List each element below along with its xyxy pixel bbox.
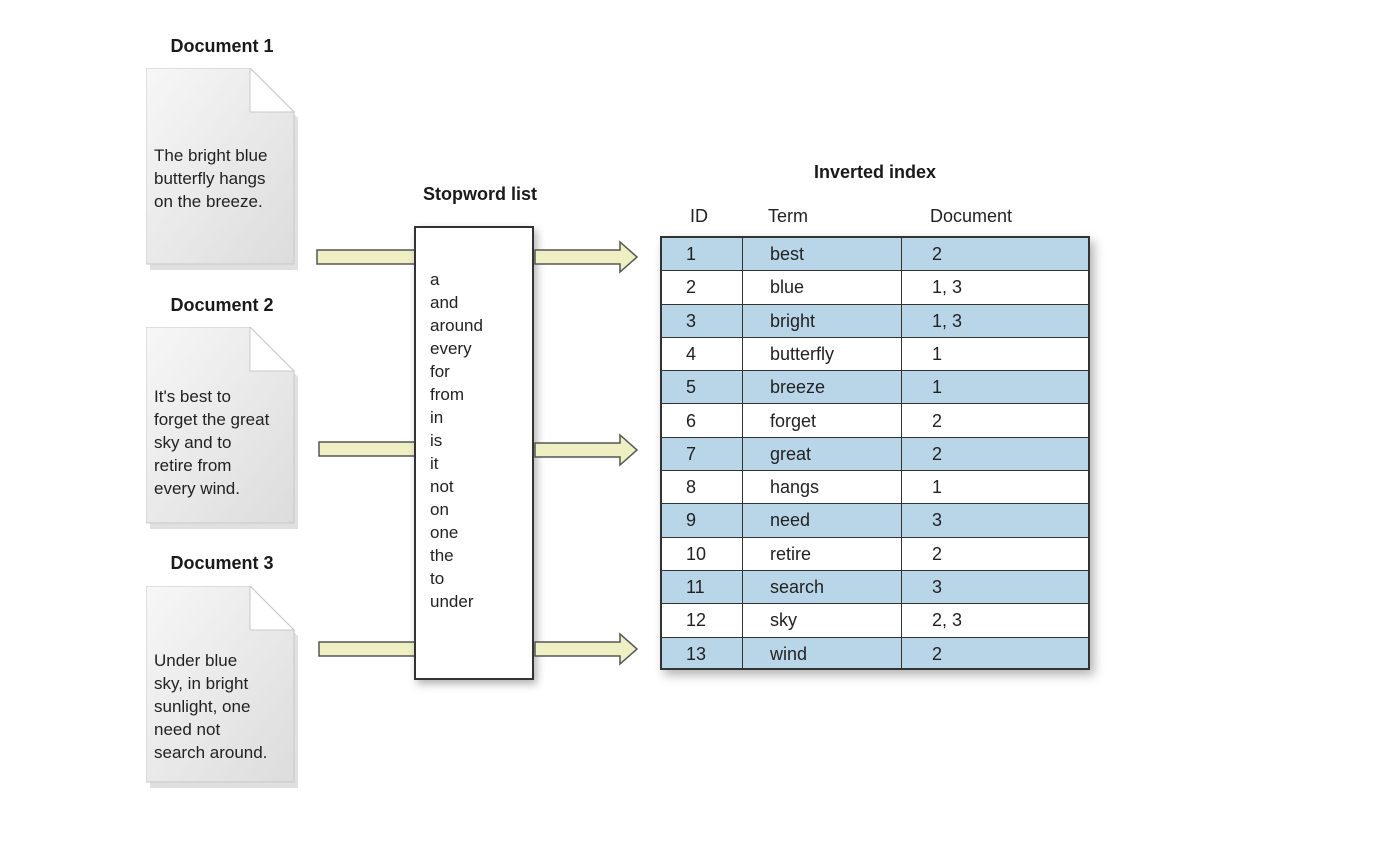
stopword-list-title: Stopword list — [423, 184, 537, 204]
stopword-list: a and around every for from in is it not… — [430, 268, 483, 613]
id-cell: 8 — [686, 477, 697, 498]
table-row: 2 blue 1, 3 — [662, 271, 1088, 305]
document-2-title: Document 2 — [170, 295, 274, 315]
stopword: under — [430, 592, 474, 611]
column-header-document: Document — [930, 206, 1013, 226]
stopword: for — [430, 362, 450, 381]
right-arrow-icon — [534, 632, 639, 666]
table-row: 8 hangs 1 — [662, 471, 1088, 505]
document-cell: 2, 3 — [932, 610, 963, 631]
column-header-term: Term — [768, 206, 808, 226]
document-cell: 3 — [932, 510, 943, 531]
term-cell: breeze — [770, 377, 826, 398]
term-cell: search — [770, 577, 825, 597]
id-cell: 2 — [686, 277, 697, 298]
document-cell: 1, 3 — [932, 277, 963, 298]
term-cell: great — [770, 443, 812, 464]
id-cell: 5 — [686, 377, 697, 398]
stopword: and — [430, 293, 459, 312]
table-row: 6 forget 2 — [662, 405, 1088, 438]
document-cell: 2 — [932, 643, 943, 664]
document-cell: 2 — [932, 443, 943, 464]
column-divider — [901, 238, 902, 668]
id-cell: 6 — [686, 410, 697, 431]
document-3-title: Document 3 — [170, 553, 274, 573]
document-cell: 1 — [932, 343, 943, 364]
stopword: from — [430, 385, 464, 404]
document-1-page-icon: The bright blue butterfly hangs on the b… — [146, 68, 298, 270]
column-header-id: ID — [690, 206, 708, 226]
document-3-page-icon: Under blue sky, in bright sunlight, one … — [146, 586, 298, 788]
table-row: 1 best 2 — [662, 238, 1088, 272]
stopword: the — [430, 546, 454, 565]
table-row: 13 wind 2 — [662, 637, 1088, 668]
right-arrow-icon — [318, 641, 418, 657]
stopword: is — [430, 431, 443, 450]
id-cell: 11 — [686, 577, 705, 597]
table-row: 11 search 3 — [662, 571, 1088, 605]
table-row: 3 bright 1, 3 — [662, 304, 1088, 338]
document-cell: 2 — [932, 543, 943, 564]
id-cell: 4 — [686, 343, 697, 364]
right-arrow-icon — [318, 441, 418, 457]
document-cell: 1 — [932, 377, 943, 398]
table-row: 12 sky 2, 3 — [662, 604, 1088, 638]
stopword: it — [430, 454, 439, 473]
table-row: 4 butterfly 1 — [662, 338, 1088, 372]
document-cell: 3 — [932, 577, 943, 597]
stopword: to — [430, 569, 445, 588]
inverted-index-title: Inverted index — [813, 162, 937, 182]
document-cell: 2 — [932, 244, 943, 264]
id-cell: 13 — [686, 643, 707, 664]
column-divider — [742, 238, 743, 668]
document-2-page-icon: It's best to forget the great sky and to… — [146, 327, 298, 529]
stopword: around — [430, 316, 483, 335]
term-cell: wind — [770, 643, 808, 664]
term-cell: sky — [770, 610, 797, 631]
term-cell: retire — [770, 543, 812, 564]
term-cell: hangs — [770, 477, 820, 498]
document-cell: 2 — [932, 410, 943, 431]
stopword: on — [430, 500, 449, 519]
id-cell: 10 — [686, 543, 707, 564]
right-arrow-icon — [316, 249, 416, 265]
term-cell: best — [770, 244, 805, 264]
term-cell: butterfly — [770, 343, 835, 364]
id-cell: 1 — [686, 244, 697, 264]
id-cell: 9 — [686, 510, 697, 531]
stopword-list-box — [414, 226, 534, 680]
inverted-index-table: 1 best 2 2 blue 1, 3 3 bright 1, 3 4 but… — [660, 236, 1090, 670]
stopword: one — [430, 523, 459, 542]
table-row: 5 breeze 1 — [662, 371, 1088, 405]
right-arrow-icon — [534, 240, 639, 274]
document-2-text: It's best to forget the great sky and to… — [154, 387, 270, 498]
id-cell: 7 — [686, 443, 697, 464]
document-1-title: Document 1 — [170, 36, 274, 56]
table-row: 9 need 3 — [662, 504, 1088, 538]
document-cell: 1, 3 — [932, 310, 963, 331]
table-row: 10 retire 2 — [662, 538, 1088, 571]
stopword: in — [430, 408, 444, 427]
stopword: not — [430, 477, 454, 496]
right-arrow-icon — [534, 433, 639, 467]
table-row: 7 great 2 — [662, 437, 1088, 472]
document-cell: 1 — [932, 477, 943, 498]
document-3-text: Under blue sky, in bright sunlight, one … — [154, 651, 268, 762]
term-cell: bright — [770, 310, 816, 331]
document-1-text: The bright blue butterfly hangs on the b… — [154, 146, 268, 211]
term-cell: blue — [770, 277, 805, 298]
stopword: a — [430, 270, 440, 289]
stopword: every — [430, 339, 472, 358]
id-cell: 12 — [686, 610, 707, 631]
term-cell: forget — [770, 410, 817, 431]
id-cell: 3 — [686, 310, 697, 331]
term-cell: need — [770, 510, 811, 531]
